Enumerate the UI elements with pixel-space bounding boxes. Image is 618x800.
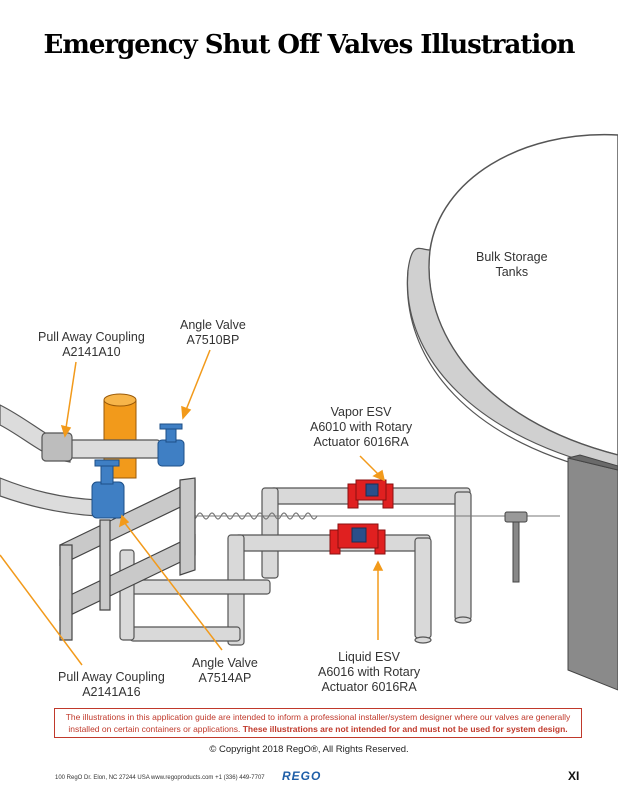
- bulk-storage-tank: [406, 133, 618, 476]
- liquid-esv-valve: [329, 523, 386, 555]
- page-title: Emergency Shut Off Valves Illustration: [43, 30, 576, 60]
- copyright: © Copyright 2018 RegO®, All Rights Reser…: [209, 744, 409, 755]
- disclaimer-box: The illustrations in this application gu…: [54, 708, 582, 738]
- hoses: [0, 404, 161, 517]
- disclaimer-warning: These illustrations are not intended for…: [242, 724, 568, 734]
- remote-release-handle: [504, 511, 528, 583]
- angle-valve-top: [157, 423, 185, 467]
- vapor-line: [261, 487, 472, 624]
- footer-address: 100 RegO Dr. Elon, NC 27244 USA www.rego…: [55, 775, 265, 781]
- angle-valve-bottom: [91, 459, 125, 519]
- page-number: XI: [568, 769, 580, 783]
- disclaimer-text: The illustrations in this application gu…: [65, 712, 571, 734]
- vapor-esv-valve: [347, 479, 394, 509]
- rego-logo: REGO: [282, 769, 322, 783]
- cable-spring: [184, 512, 560, 520]
- leader-lines: [0, 349, 386, 666]
- tank-support: [567, 454, 618, 691]
